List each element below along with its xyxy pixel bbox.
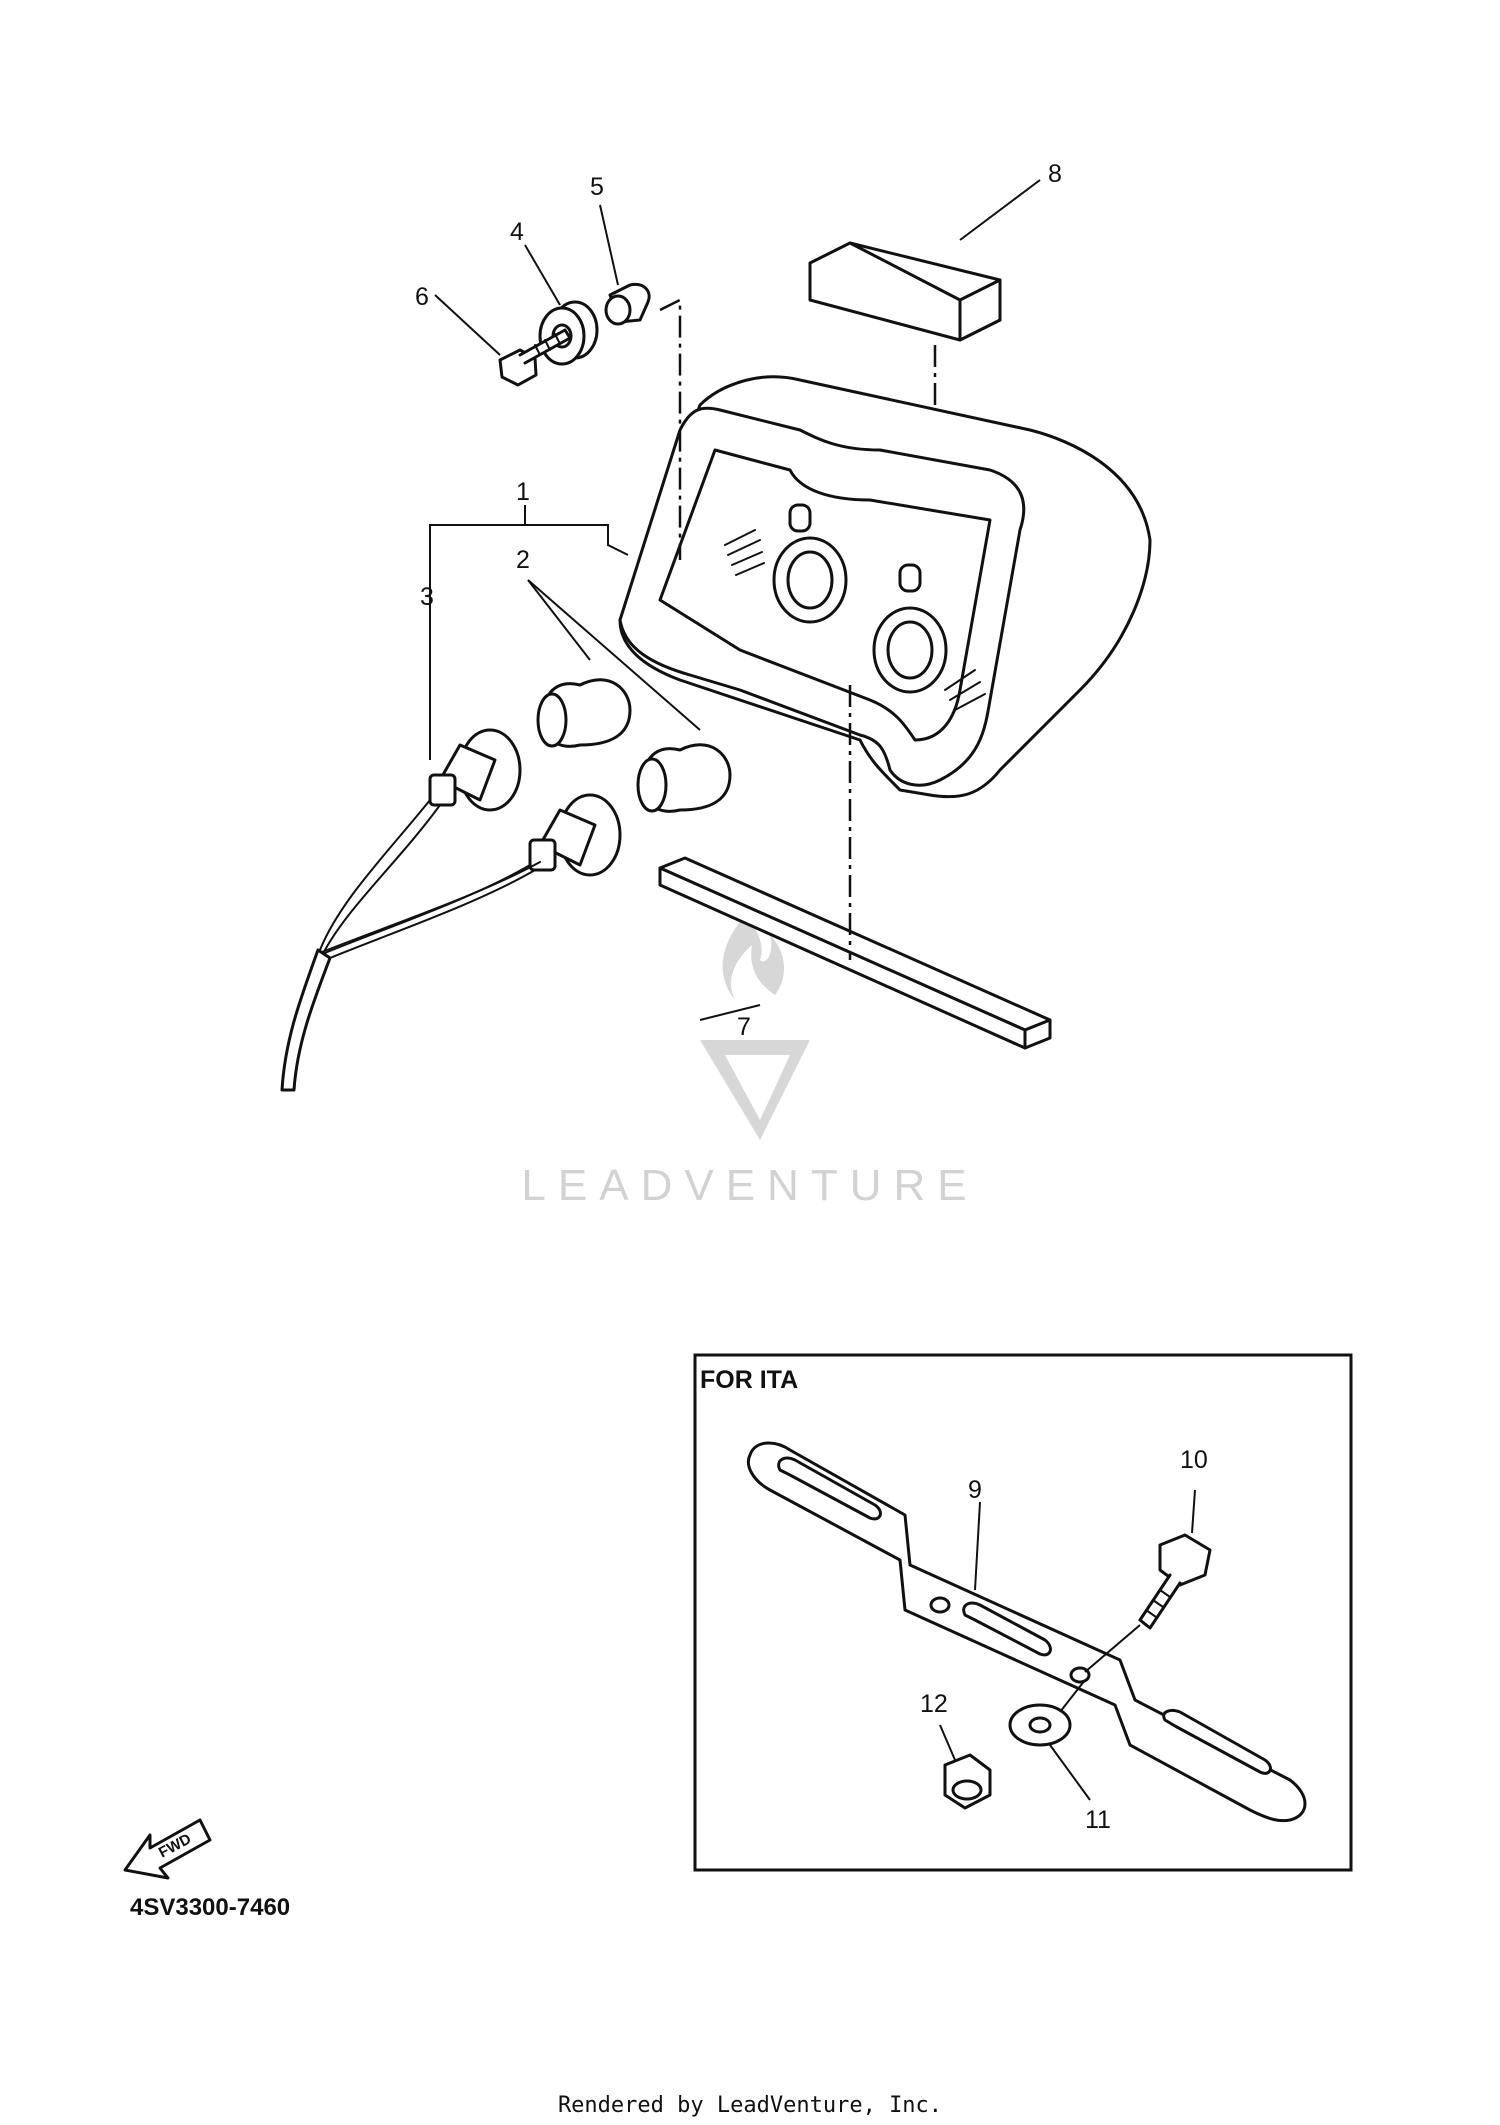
callout-10: 10 <box>1180 1446 1208 1474</box>
part-2-bulb-lower <box>636 743 732 813</box>
callout-12: 12 <box>920 1690 948 1718</box>
part-12-nut <box>943 1753 992 1810</box>
inset-title: FOR ITA <box>700 1366 798 1394</box>
part-7-strip <box>658 856 1052 1050</box>
leader-11b <box>1059 1679 1086 1713</box>
leader-12 <box>939 1724 956 1761</box>
bracket-1 <box>429 524 629 556</box>
leader-2a <box>527 579 591 661</box>
watermark-logo <box>700 915 810 1140</box>
part-3-socket-lower <box>528 793 622 877</box>
callout-4: 4 <box>510 218 524 246</box>
leader-9 <box>974 1501 981 1591</box>
leader-11 <box>1049 1744 1091 1801</box>
callout-5: 5 <box>590 173 604 201</box>
leader-4 <box>524 244 561 306</box>
leader-5 <box>599 204 619 286</box>
part-9-bracket <box>746 1441 1307 1823</box>
part-10-bolt <box>1138 1533 1212 1630</box>
part-3-socket-upper <box>428 728 522 812</box>
diagram-code: 4SV3300-7460 <box>130 1894 290 1921</box>
part-5-collar <box>604 282 651 326</box>
callout-8: 8 <box>1048 160 1062 188</box>
callout-2: 2 <box>516 546 530 574</box>
leader-10b <box>1084 1624 1141 1673</box>
inset-box <box>693 1353 1353 1872</box>
wire-harness <box>280 799 541 1092</box>
part-2-bulb-upper <box>536 678 632 748</box>
leader-2b <box>527 579 701 731</box>
watermark-text: LEADVENTURE <box>521 1161 978 1210</box>
leader-7 <box>699 1004 761 1021</box>
fwd-arrow-icon <box>123 1818 212 1880</box>
callout-1: 1 <box>516 478 530 506</box>
callout-7: 7 <box>737 1013 751 1041</box>
callout-9: 9 <box>968 1476 982 1504</box>
part-6-bolt <box>498 328 572 387</box>
part-8-pad <box>808 241 1002 342</box>
leader-10 <box>1191 1489 1196 1534</box>
footer-text: Rendered by LeadVenture, Inc. <box>558 2093 942 2118</box>
leader-8 <box>959 179 1041 241</box>
part-11-washer <box>1008 1703 1072 1747</box>
callout-6: 6 <box>415 283 429 311</box>
callout-3: 3 <box>420 583 434 611</box>
callout-11: 11 <box>1085 1806 1111 1834</box>
dashline-5 <box>659 297 682 560</box>
taillight-housing <box>618 375 1152 799</box>
leader-6 <box>434 294 501 356</box>
